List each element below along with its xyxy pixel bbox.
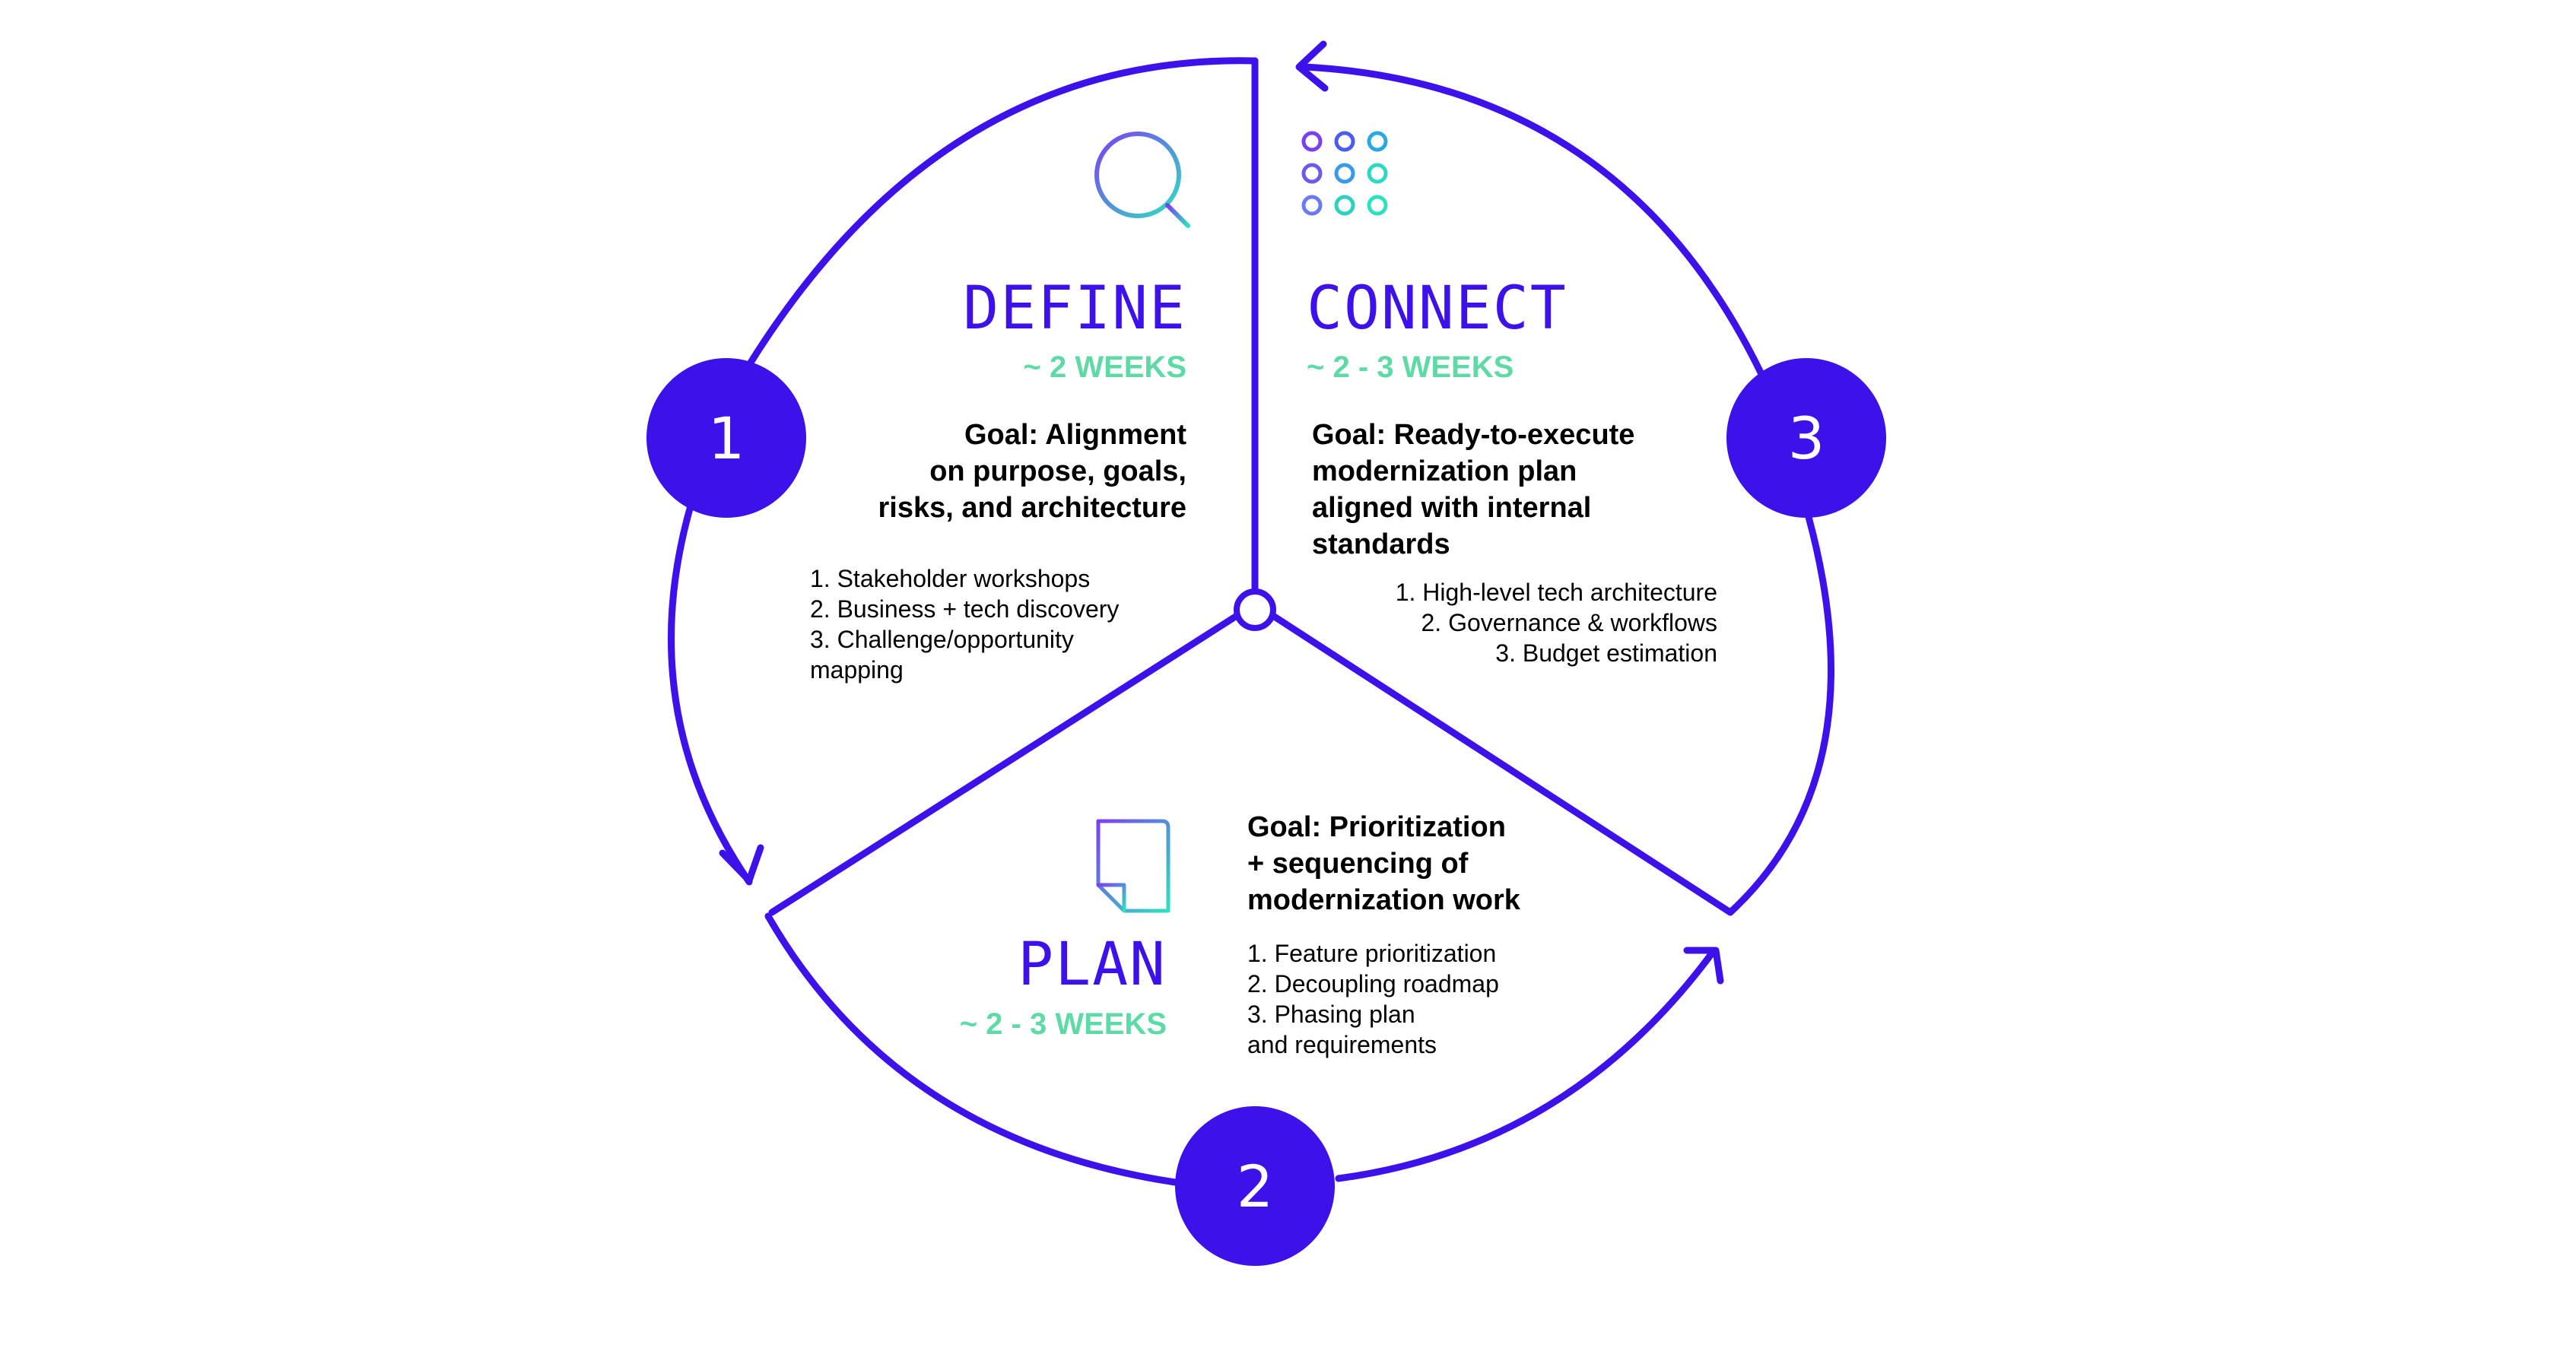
step-2-number: 2 — [1237, 1153, 1273, 1220]
plan-duration: ~ 2 - 3 WEEKS — [960, 1007, 1167, 1041]
define-item-2: 2. Business + tech discovery — [810, 595, 1119, 623]
define-title: DEFINE — [963, 274, 1186, 343]
plan-item-4: and requirements — [1247, 1031, 1437, 1058]
connect-arc-upper — [1301, 63, 1764, 376]
step-2-badge: 2 — [1175, 1106, 1335, 1266]
connect-goal-line-2: modernization plan — [1312, 455, 1577, 487]
define-duration: ~ 2 WEEKS — [1023, 350, 1186, 384]
plan-goal-line-2: + sequencing of — [1247, 848, 1469, 880]
arrow-head-top — [1295, 40, 1329, 92]
plan-section: PLAN ~ 2 - 3 WEEKS Goal: Prioritization … — [960, 811, 1521, 1058]
connect-duration: ~ 2 - 3 WEEKS — [1307, 350, 1514, 384]
plan-goal-line-3: modernization work — [1247, 884, 1521, 916]
magnifier-icon — [1094, 132, 1190, 228]
define-item-3: 3. Challenge/opportunity — [810, 626, 1074, 653]
plan-item-1: 1. Feature prioritization — [1247, 940, 1496, 967]
document-icon — [1096, 819, 1170, 913]
plan-item-3: 3. Phasing plan — [1247, 1001, 1415, 1028]
connect-item-1: 1. High-level tech architecture — [1396, 579, 1717, 606]
plan-arc — [764, 912, 1179, 1186]
connect-goal-line-1: Goal: Ready-to-execute — [1312, 419, 1634, 451]
connect-item-2: 2. Governance & workflows — [1421, 609, 1718, 636]
connect-arc-lower — [1726, 513, 1834, 916]
dot-grid-icon — [1301, 131, 1388, 216]
connect-title: CONNECT — [1307, 274, 1568, 343]
connect-section: CONNECT ~ 2 - 3 WEEKS Goal: Ready-to-exe… — [1301, 131, 1718, 667]
define-goal-line-3: risks, and architecture — [878, 492, 1186, 524]
divider-lower-right — [1269, 612, 1734, 916]
define-goal-line-2: on purpose, goals, — [929, 455, 1186, 487]
plan-item-2: 2. Decoupling roadmap — [1247, 970, 1499, 997]
arrowheads — [719, 40, 1724, 985]
step-3-badge: 3 — [1726, 358, 1886, 518]
connect-item-3: 3. Budget estimation — [1495, 639, 1717, 667]
define-goal-line-1: Goal: Alignment — [964, 419, 1186, 451]
step-1-badge: 1 — [646, 358, 806, 518]
arrow-head-lower-left — [719, 844, 764, 884]
arrow-head-lower-right — [1683, 947, 1724, 985]
connect-goal-line-4: standards — [1312, 528, 1450, 560]
connect-goal-line-3: aligned with internal — [1312, 492, 1591, 524]
plan-return-arc — [1335, 950, 1715, 1182]
step-3-number: 3 — [1788, 404, 1825, 472]
define-item-1: 1. Stakeholder workshops — [810, 565, 1090, 592]
plan-title: PLAN — [1018, 931, 1167, 999]
dividers — [768, 57, 1734, 916]
define-section: DEFINE ~ 2 WEEKS Goal: Alignment on purp… — [810, 132, 1190, 684]
define-item-4: mapping — [810, 656, 904, 684]
divider-lower-left — [768, 612, 1240, 916]
step-1-number: 1 — [708, 404, 745, 472]
center-hub — [1234, 588, 1276, 631]
plan-goal-line-1: Goal: Prioritization — [1247, 811, 1506, 843]
